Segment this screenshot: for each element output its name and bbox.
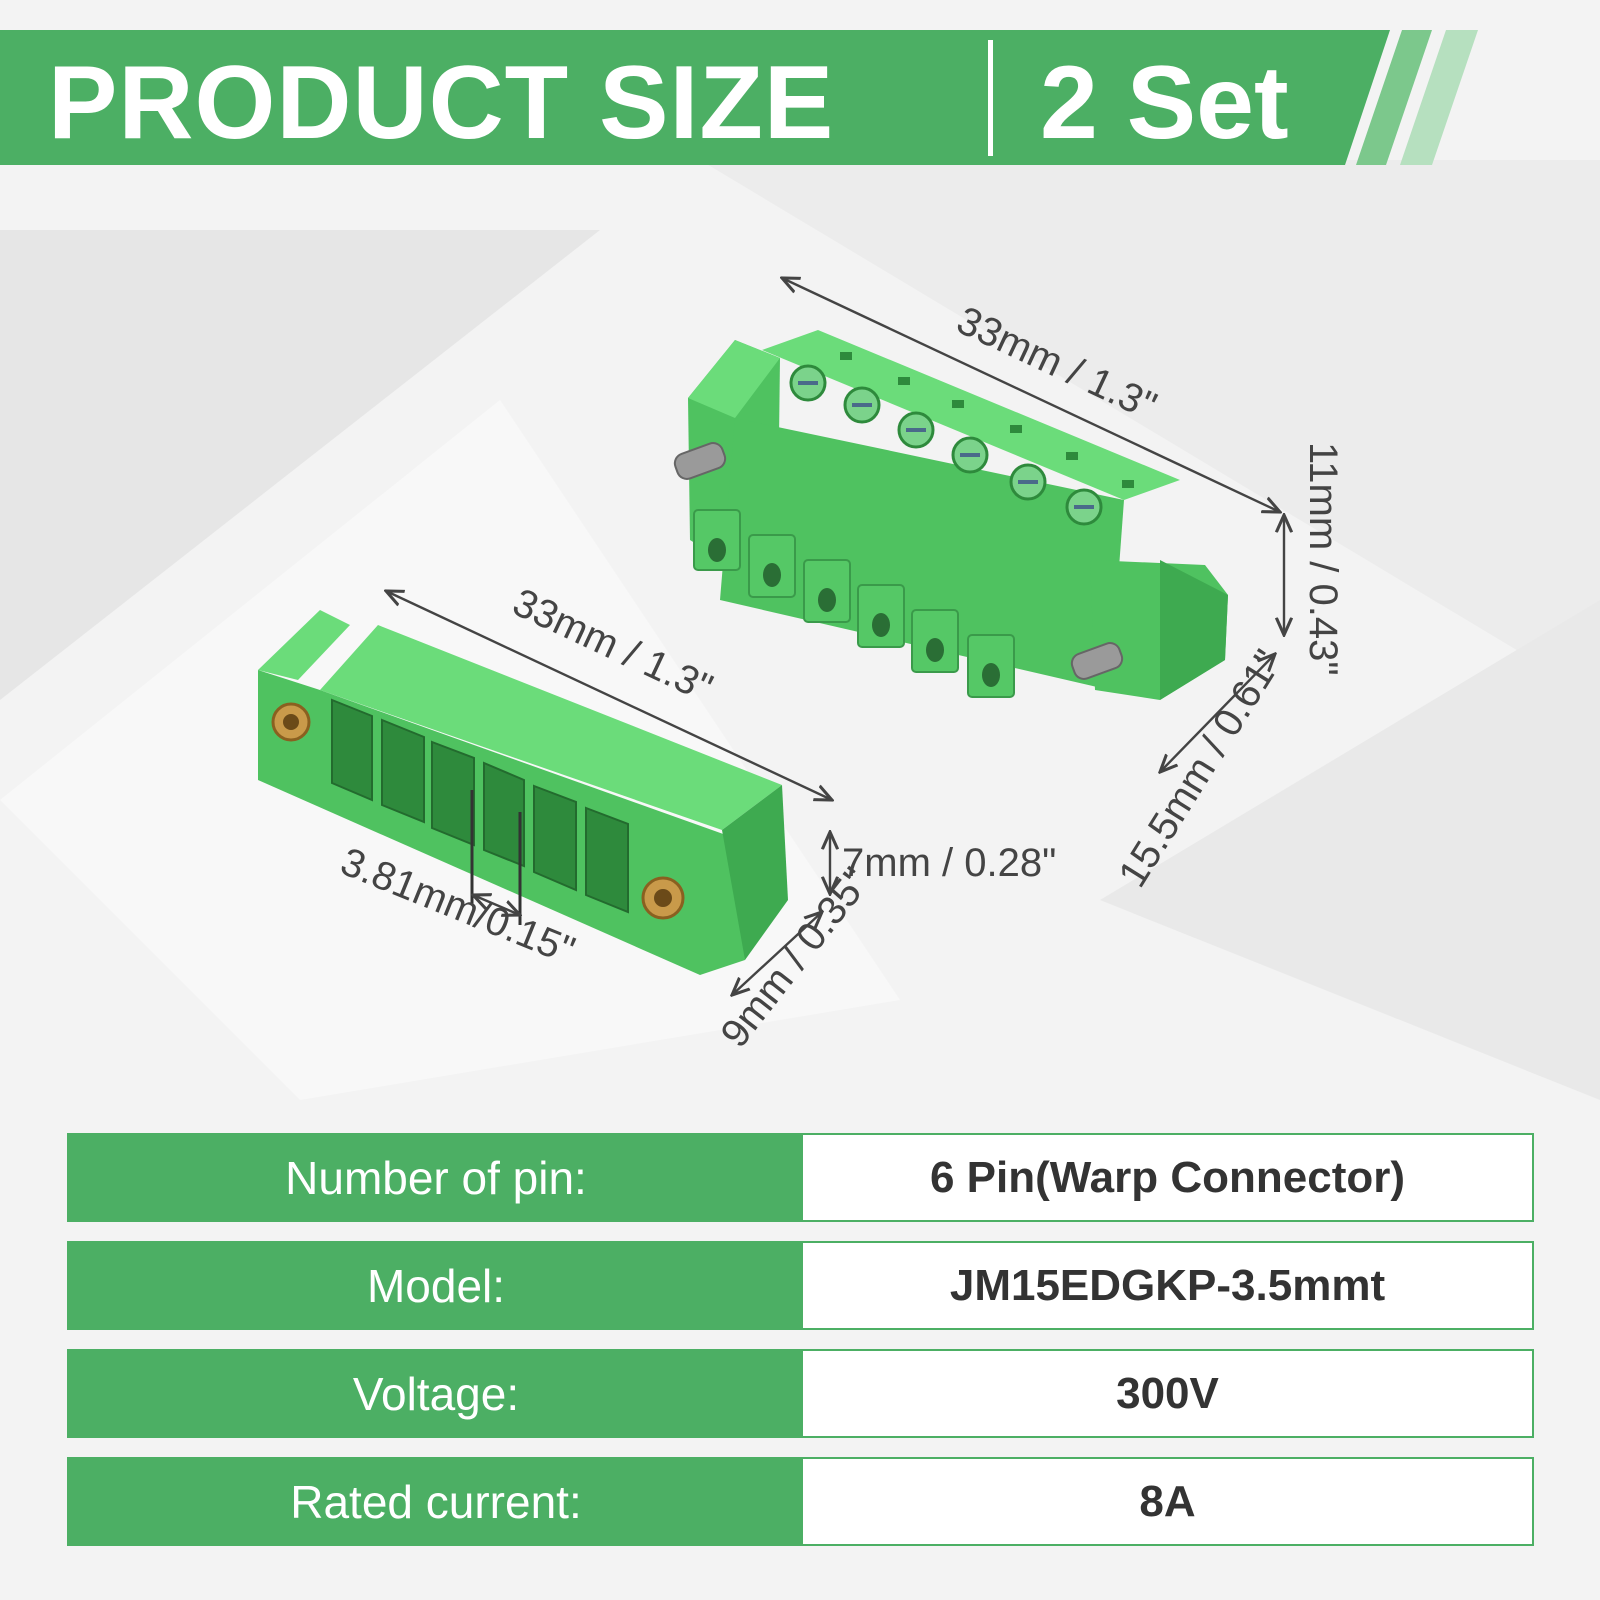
spec-value: 8A [1139,1476,1196,1526]
dimension-lines [386,278,1284,995]
spec-row-voltage: Voltage: 300V [67,1349,1534,1438]
spec-label: Rated current: [69,1459,803,1544]
banner-separator [988,40,993,156]
spec-value: 300V [1116,1368,1219,1418]
spec-table: Number of pin: 6 Pin(Warp Connector) Mod… [67,1133,1534,1565]
dim-top-height: 11mm / 0.43" [1301,442,1345,676]
spec-row-model: Model: JM15EDGKP-3.5mmt [67,1241,1534,1330]
spec-row-current: Rated current: 8A [67,1457,1534,1546]
spec-value: JM15EDGKP-3.5mmt [949,1260,1386,1310]
spec-value: 6 Pin(Warp Connector) [929,1152,1406,1202]
spec-row-pins: Number of pin: 6 Pin(Warp Connector) [67,1133,1534,1222]
spec-label: Model: [69,1243,803,1328]
dim-bottom-height: 7mm / 0.28" [842,841,1056,885]
spec-label: Number of pin: [69,1135,803,1220]
banner-subtitle: 2 Set [1040,45,1289,161]
spec-label: Voltage: [69,1351,803,1436]
banner-title: PRODUCT SIZE [48,45,835,161]
